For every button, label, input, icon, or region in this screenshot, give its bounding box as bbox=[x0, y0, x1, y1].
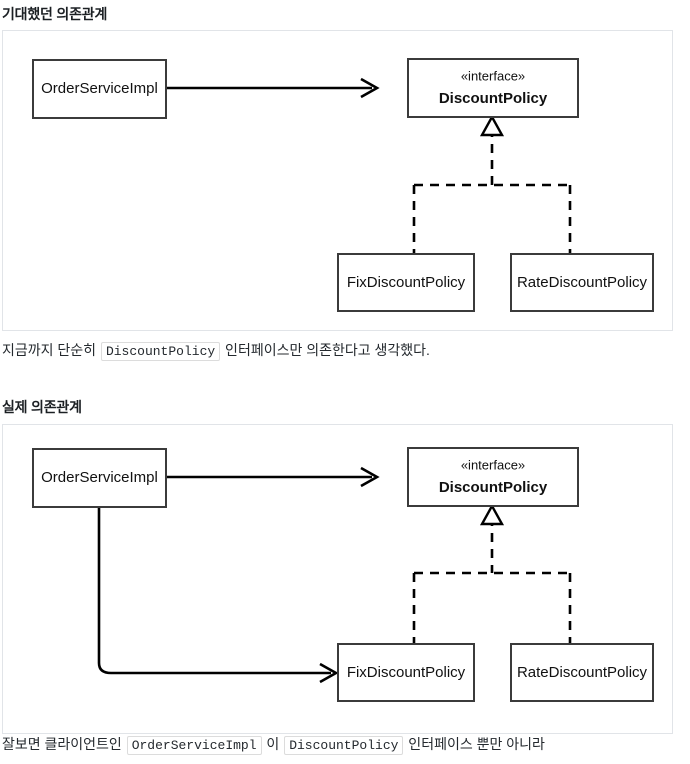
node-discountpolicy-box bbox=[407, 58, 579, 118]
caption-actual-post: 인터페이스 뿐만 아니라 bbox=[404, 736, 545, 752]
caption-actual: 잘보면 클라이언트인 OrderServiceImpl 이 DiscountPo… bbox=[2, 734, 545, 756]
arrowhead-hollow-triangle-discountpolicy bbox=[479, 503, 505, 526]
node-discountpolicy-stereotype: «interface» bbox=[461, 68, 525, 83]
node-orderserviceimpl-box bbox=[32, 448, 167, 508]
node-fixdiscountpolicy-label: FixDiscountPolicy bbox=[347, 664, 466, 681]
node-fixdiscountpolicy-box bbox=[337, 643, 475, 702]
node-fixdiscountpolicy: FixDiscountPolicy bbox=[337, 253, 475, 312]
caption-actual-mid: 이 bbox=[262, 736, 284, 752]
node-orderserviceimpl-label: OrderServiceImpl bbox=[41, 80, 158, 97]
node-ratediscountpolicy: RateDiscountPolicy bbox=[510, 643, 654, 702]
arrowhead-open-to-discountpolicy bbox=[360, 77, 380, 99]
node-fixdiscountpolicy: FixDiscountPolicy bbox=[337, 643, 475, 702]
arrowhead-hollow-triangle-discountpolicy bbox=[479, 114, 505, 137]
code-discountpolicy: DiscountPolicy bbox=[100, 342, 221, 361]
actual-dependency-diagram: OrderServiceImpl «interface» DiscountPol… bbox=[2, 424, 673, 734]
caption-expected: 지금까지 단순히 DiscountPolicy 인터페이스만 의존한다고 생각했… bbox=[2, 340, 430, 362]
node-fixdiscountpolicy-label: FixDiscountPolicy bbox=[347, 274, 466, 291]
node-orderserviceimpl-box bbox=[32, 59, 167, 119]
arrowhead-open-to-fixdiscountpolicy bbox=[319, 662, 339, 684]
caption-actual-pre: 잘보면 클라이언트인 bbox=[2, 736, 126, 752]
expected-dependency-diagram: OrderServiceImpl «interface» DiscountPol… bbox=[2, 30, 673, 331]
heading-actual-dependency: 실제 의존관계 bbox=[2, 399, 82, 415]
caption-expected-pre: 지금까지 단순히 bbox=[2, 342, 100, 358]
node-discountpolicy-stereotype: «interface» bbox=[461, 457, 525, 472]
node-ratediscountpolicy-label: RateDiscountPolicy bbox=[517, 664, 648, 681]
arrowhead-open-to-discountpolicy bbox=[360, 466, 380, 488]
node-ratediscountpolicy-label: RateDiscountPolicy bbox=[517, 274, 648, 291]
node-orderserviceimpl: OrderServiceImpl bbox=[32, 448, 167, 508]
code-orderserviceimpl: OrderServiceImpl bbox=[126, 736, 262, 755]
node-fixdiscountpolicy-box bbox=[337, 253, 475, 312]
heading-expected-dependency: 기대했던 의존관계 bbox=[2, 6, 108, 22]
node-ratediscountpolicy-box bbox=[510, 643, 654, 702]
node-discountpolicy: «interface» DiscountPolicy bbox=[407, 58, 579, 118]
node-discountpolicy-box bbox=[407, 447, 579, 507]
node-ratediscountpolicy-box bbox=[510, 253, 654, 312]
node-orderserviceimpl-label: OrderServiceImpl bbox=[41, 469, 158, 486]
edge-orderserviceimpl-to-fixdiscountpolicy bbox=[97, 507, 331, 675]
caption-expected-post: 인터페이스만 의존한다고 생각했다. bbox=[221, 342, 430, 358]
node-discountpolicy-label: DiscountPolicy bbox=[439, 479, 548, 496]
node-orderserviceimpl: OrderServiceImpl bbox=[32, 59, 167, 119]
node-discountpolicy: «interface» DiscountPolicy bbox=[407, 447, 579, 507]
node-discountpolicy-label: DiscountPolicy bbox=[439, 90, 548, 107]
node-ratediscountpolicy: RateDiscountPolicy bbox=[510, 253, 654, 312]
code-discountpolicy-2: DiscountPolicy bbox=[284, 736, 404, 755]
